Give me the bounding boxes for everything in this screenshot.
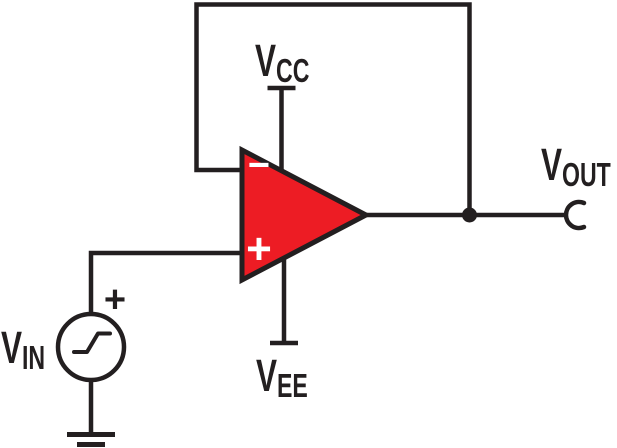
vee-label-main: V [256, 350, 278, 401]
vin-label-sub: IN [22, 339, 46, 376]
vcc-label-main: V [255, 35, 277, 86]
vee-label: VEE [256, 350, 330, 402]
vin-label: VIN [1, 322, 64, 374]
vee-label-sub: EE [277, 367, 308, 404]
vout-label: VOUT [541, 139, 617, 191]
noninverting-input-wire [88, 250, 243, 316]
vcc-label: VCC [255, 35, 333, 87]
output-terminal-icon [563, 199, 587, 231]
vcc-label-sub: CC [276, 52, 310, 89]
wires [55, 2, 587, 447]
opamp-triangle [239, 145, 372, 285]
output-junction-dot [462, 207, 477, 223]
noninverting-input-symbol: + [246, 225, 272, 274]
vout-label-main: V [541, 139, 563, 190]
feedback-wire [194, 2, 472, 215]
ramp-waveform-icon [72, 331, 112, 354]
source-polarity-symbol: + [104, 279, 126, 321]
inverting-input-symbol: − [248, 145, 270, 187]
vout-label-sub: OUT [562, 156, 611, 193]
vin-label-main: V [1, 322, 23, 373]
